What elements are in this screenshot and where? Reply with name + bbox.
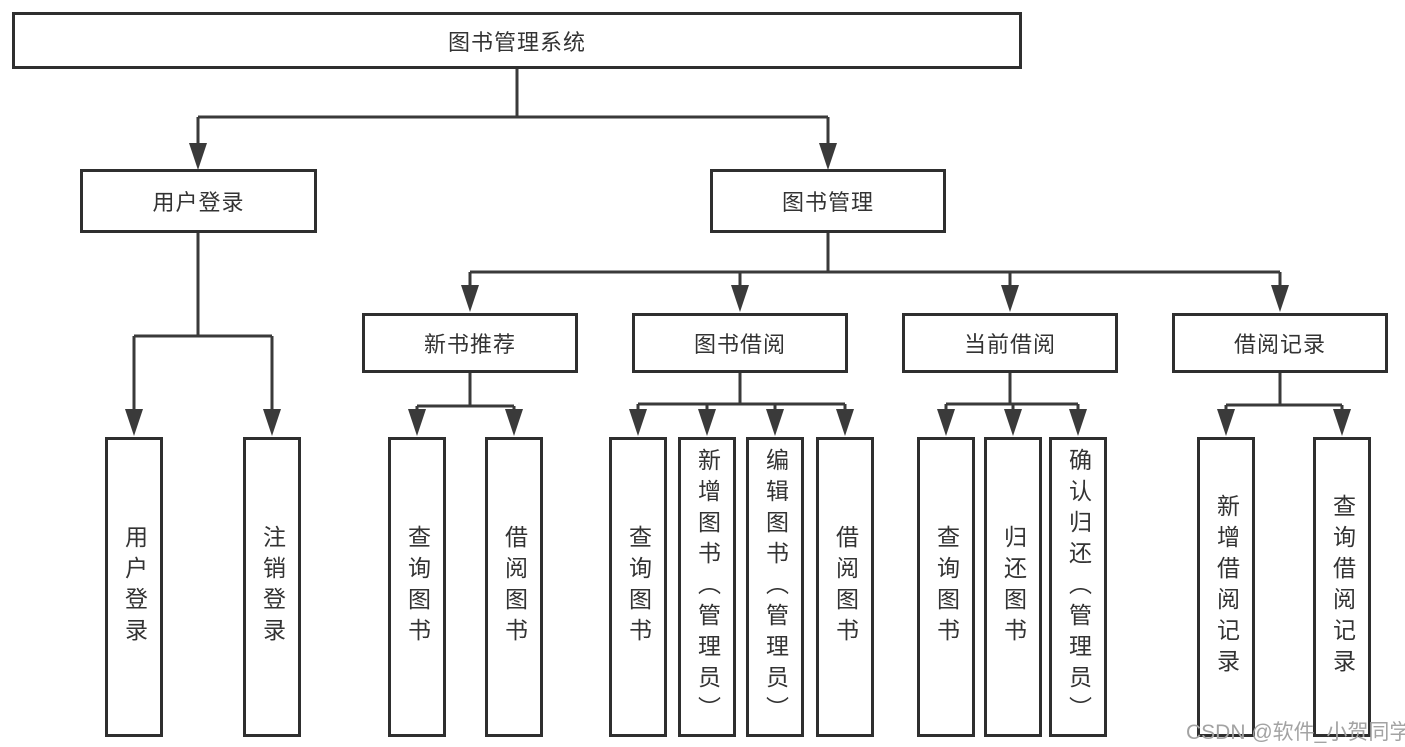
arrowhead [1001, 285, 1019, 312]
arrowhead [189, 143, 207, 170]
edge-borrow-to-leaves [636, 373, 847, 414]
node-label: 用户登录 [152, 190, 245, 215]
leaf-label: 用户登录 [121, 525, 148, 649]
edge-current-to-leaves [944, 373, 1080, 414]
arrowhead [629, 409, 647, 436]
leaf-query-books-recommend: 查询图书 [388, 437, 446, 737]
leaf-label: 查询图书 [933, 525, 960, 649]
leaf-confirm-return-admin: 确认归还（管理员） [1049, 437, 1107, 737]
leaf-label: 归还图书 [1000, 525, 1027, 649]
edge-bookmgmt-to-level3 [468, 233, 1282, 292]
leaf-label: 查询图书 [404, 525, 431, 649]
arrowhead [1069, 409, 1087, 436]
node-book-borrowing: 图书借阅 [632, 313, 848, 373]
node-current-borrowing: 当前借阅 [902, 313, 1118, 373]
leaf-user-login: 用户登录 [105, 437, 163, 737]
node-label: 图书借阅 [693, 332, 786, 357]
leaf-borrow-books: 借阅图书 [816, 437, 874, 737]
node-label: 新书推荐 [423, 332, 516, 357]
arrowhead [1333, 409, 1351, 436]
leaf-label: 编辑图书（管理员） [762, 447, 789, 727]
leaf-label: 确认归还（管理员） [1065, 447, 1092, 727]
leaf-label: 查询图书 [625, 525, 652, 649]
leaf-query-books-current: 查询图书 [917, 437, 975, 737]
arrowhead [1004, 409, 1022, 436]
node-label: 借阅记录 [1233, 332, 1326, 357]
leaf-label: 借阅图书 [501, 525, 528, 649]
arrowhead [505, 409, 523, 436]
arrowhead [698, 409, 716, 436]
leaf-borrow-books-recommend: 借阅图书 [485, 437, 543, 737]
edge-records-to-leaves [1224, 373, 1344, 414]
node-label: 当前借阅 [963, 332, 1056, 357]
arrowhead [461, 285, 479, 312]
leaf-label: 新增图书（管理员） [694, 447, 721, 727]
leaf-add-borrow-record: 新增借阅记录 [1197, 437, 1255, 737]
node-label: 图书管理 [781, 190, 874, 215]
arrowhead [125, 409, 143, 436]
leaf-edit-book-admin: 编辑图书（管理员） [746, 437, 804, 737]
leaf-label: 注销登录 [259, 525, 286, 649]
arrowhead [836, 409, 854, 436]
arrowhead [263, 409, 281, 436]
arrowhead [1271, 285, 1289, 312]
arrowhead [766, 409, 784, 436]
leaf-logout: 注销登录 [243, 437, 301, 737]
leaf-add-book-admin: 新增图书（管理员） [678, 437, 736, 737]
leaf-label: 借阅图书 [832, 525, 859, 649]
csdn-watermark: CSDN @软件_小贺同学 [1186, 721, 1405, 744]
leaf-label: 查询借阅记录 [1329, 494, 1356, 680]
arrowhead [731, 285, 749, 312]
node-label: 图书管理系统 [447, 29, 586, 55]
leaf-label: 新增借阅记录 [1213, 494, 1240, 680]
arrowhead [1217, 409, 1235, 436]
arrowhead [819, 143, 837, 170]
node-library-management-system: 图书管理系统 [12, 12, 1022, 69]
leaf-query-borrow-record: 查询借阅记录 [1313, 437, 1371, 737]
edge-newbooks-to-leaves [415, 373, 516, 414]
node-book-management: 图书管理 [710, 169, 946, 233]
edge-root-to-level2 [196, 68, 830, 150]
arrowhead [937, 409, 955, 436]
edge-userlogin-to-leaves [132, 233, 274, 414]
leaf-return-book: 归还图书 [984, 437, 1042, 737]
node-user-login: 用户登录 [80, 169, 317, 233]
node-borrowing-records: 借阅记录 [1172, 313, 1388, 373]
arrowhead [408, 409, 426, 436]
leaf-query-books-borrow: 查询图书 [609, 437, 667, 737]
node-new-book-recommend: 新书推荐 [362, 313, 578, 373]
